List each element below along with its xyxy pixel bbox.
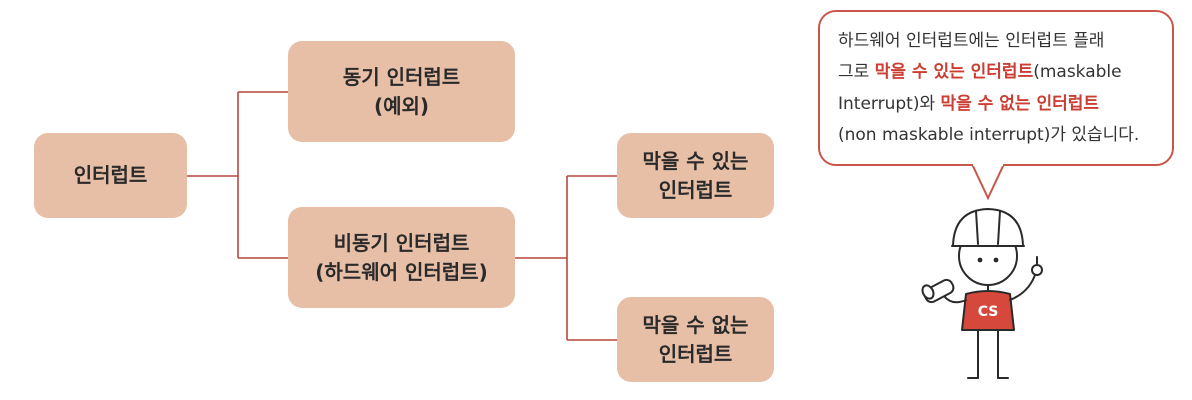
node-sync-interrupt: 동기 인터럽트 (예외)	[288, 41, 515, 142]
node-nonmaskable-interrupt: 막을 수 없는 인터럽트	[617, 297, 774, 382]
hard-hat-icon	[952, 208, 1024, 247]
bubble-highlight-maskable: 막을 수 있는 인터럽트	[874, 62, 1034, 83]
mascot-badge-text: CS	[978, 304, 999, 320]
mascot-shirt	[961, 290, 1015, 331]
node-async-title: 비동기 인터럽트	[333, 230, 470, 255]
node-nonmaskable-line2: 인터럽트	[658, 341, 733, 366]
bubble-text-1: 하드웨어 인터럽트에는 인터럽트 플래	[838, 31, 1105, 51]
bubble-line-3: Interrupt)와 막을 수 없는 인터럽트	[838, 89, 1156, 120]
node-interrupt-label: 인터럽트	[73, 163, 148, 187]
bubble-highlight-nonmaskable: 막을 수 없는 인터럽트	[940, 93, 1100, 114]
node-sync-subtitle: (예외)	[373, 93, 430, 118]
node-async-interrupt: 비동기 인터럽트 (하드웨어 인터럽트)	[288, 207, 515, 308]
bubble-text-3a: Interrupt)와	[838, 93, 941, 114]
node-nonmaskable-line1: 막을 수 없는	[642, 312, 749, 337]
bubble-line-4: (non maskable interrupt)가 있습니다.	[838, 120, 1156, 151]
node-async-subtitle: (하드웨어 인터럽트)	[315, 259, 488, 284]
speech-bubble: 하드웨어 인터럽트에는 인터럽트 플래 그로 막을 수 있는 인터럽트(mask…	[818, 10, 1174, 166]
node-maskable-line2: 인터럽트	[658, 177, 733, 202]
bubble-line-2: 그로 막을 수 있는 인터럽트(maskable	[838, 57, 1156, 88]
speech-bubble-tail	[971, 164, 1005, 201]
node-sync-title: 동기 인터럽트	[342, 64, 461, 89]
bubble-text-4: (non maskable interrupt)가 있습니다.	[838, 125, 1140, 146]
node-interrupt: 인터럽트	[34, 133, 187, 218]
node-maskable-interrupt: 막을 수 있는 인터럽트	[617, 133, 774, 218]
node-maskable-line1: 막을 수 있는	[642, 148, 749, 173]
bubble-text-2a: 그로	[838, 62, 875, 83]
bubble-line-1: 하드웨어 인터럽트에는 인터럽트 플래	[838, 26, 1156, 57]
mascot-character: CS	[921, 208, 1043, 379]
bubble-text-2b: (maskable	[1033, 62, 1122, 83]
